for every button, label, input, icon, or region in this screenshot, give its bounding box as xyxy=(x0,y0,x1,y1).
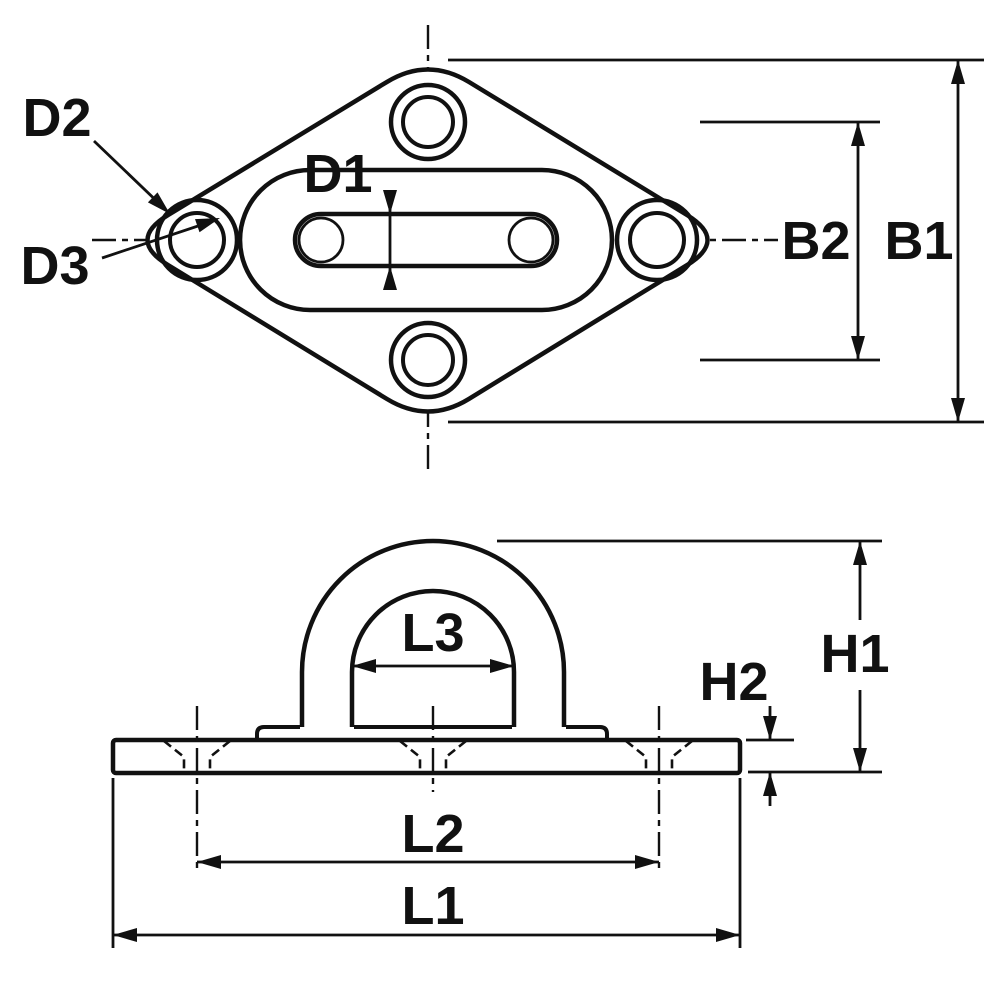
hole-bottom-outer-circle xyxy=(388,320,468,400)
boss-side-right xyxy=(566,725,609,740)
slot-end-circle-right xyxy=(507,216,555,264)
l3-arrowhead-left xyxy=(352,659,376,673)
h2-arrowhead-bottom xyxy=(763,772,777,796)
d1-arrowhead-bottom xyxy=(383,266,397,290)
l3-arrowhead-right xyxy=(490,659,514,673)
l2-arrowhead-right xyxy=(635,855,659,869)
eye-inner-arc xyxy=(349,588,517,727)
dimension-d3: D3 xyxy=(20,218,220,296)
hole-top-outer-circle xyxy=(388,82,468,162)
dimension-label-h2: H2 xyxy=(699,652,768,712)
countersink-right-left-edge xyxy=(625,739,648,770)
l1-arrowhead-right xyxy=(716,928,740,942)
countersink-center-left-edge xyxy=(399,739,422,770)
dimension-label-d1: D1 xyxy=(303,144,372,204)
dimension-label-d3: D3 xyxy=(20,236,89,296)
hole-right-inner-circle xyxy=(628,211,686,269)
dimension-b1: B1 xyxy=(448,58,984,424)
hole-top-inner-circle xyxy=(401,95,455,149)
dimension-label-l1: L1 xyxy=(401,876,464,936)
countersink-right-right-edge xyxy=(670,739,693,770)
hole-right-outer-circle xyxy=(614,197,700,283)
boss-side-left xyxy=(255,725,300,740)
dimension-l3: L3 xyxy=(352,603,514,673)
countersink-right xyxy=(625,739,693,770)
dimension-d1: D1 xyxy=(303,144,397,290)
countersink-left-right-edge xyxy=(208,739,231,770)
b1-arrowhead-top xyxy=(951,60,965,84)
slot-outline xyxy=(292,211,560,269)
d3-leader-line xyxy=(101,218,217,260)
base-plate xyxy=(110,737,743,776)
hole-bottom-inner-circle xyxy=(401,333,455,387)
b2-arrowhead-bottom xyxy=(851,336,865,360)
d2-arrowhead xyxy=(147,192,170,214)
dimension-label-d2: D2 xyxy=(22,88,91,148)
countersink-left-left-edge xyxy=(163,739,186,770)
dimension-h1: H1 xyxy=(497,539,890,774)
slot-end-circle-left xyxy=(297,216,345,264)
l1-arrowhead-left xyxy=(113,928,137,942)
dimension-d2: D2 xyxy=(22,88,170,214)
b2-arrowhead-top xyxy=(851,122,865,146)
l2-arrowhead-left xyxy=(197,855,221,869)
b1-arrowhead-bottom xyxy=(951,398,965,422)
countersink-left xyxy=(163,739,231,770)
dimension-label-b1: B1 xyxy=(884,211,953,271)
countersink-center-right-edge xyxy=(444,739,467,770)
dimension-b2: B2 xyxy=(700,120,880,362)
h1-arrowhead-top xyxy=(853,541,867,565)
top-view: D2 D3 D1 B2 xyxy=(20,25,984,472)
dimension-label-l3: L3 xyxy=(401,603,464,663)
h1-arrowhead-bottom xyxy=(853,748,867,772)
dimension-label-h1: H1 xyxy=(820,624,889,684)
countersink-center xyxy=(399,739,467,770)
h2-arrowhead-top xyxy=(763,716,777,740)
dimension-label-b2: B2 xyxy=(781,211,850,271)
dimension-l2: L2 xyxy=(197,804,659,869)
eye-outer-arc xyxy=(299,538,567,727)
dimension-label-l2: L2 xyxy=(401,804,464,864)
side-view: L3 H1 H2 L2 xyxy=(110,538,890,948)
d1-arrowhead-top xyxy=(383,190,397,214)
dimension-l1: L1 xyxy=(111,778,742,948)
hole-left-inner-circle xyxy=(168,211,226,269)
dimension-h2: H2 xyxy=(699,652,794,806)
d3-arrowhead xyxy=(195,218,220,233)
